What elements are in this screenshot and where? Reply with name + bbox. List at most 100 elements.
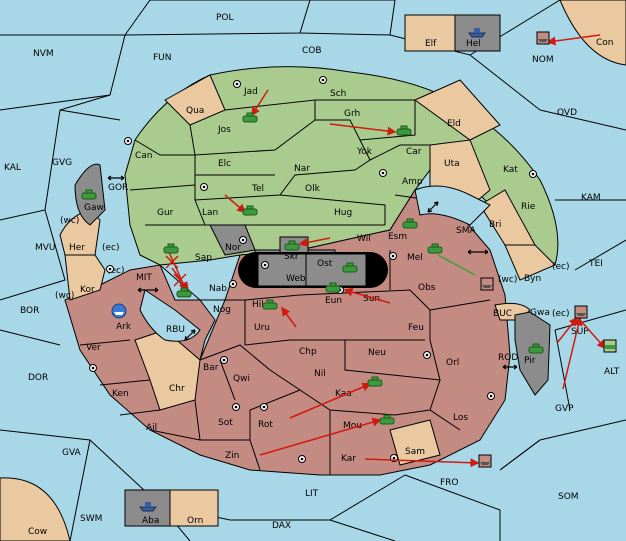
label-fun: FUN xyxy=(153,53,172,63)
green-borders xyxy=(129,99,431,226)
army-unit-skr[interactable] xyxy=(284,240,300,251)
army-unit-esm[interactable] xyxy=(402,218,418,229)
label-gaw: Gaw xyxy=(84,203,104,213)
sma-channel xyxy=(414,185,491,226)
label-ark: Ark xyxy=(116,322,132,332)
label-qwi: Qwi xyxy=(233,374,250,384)
fleet-unit-fro[interactable] xyxy=(478,454,492,468)
label-hug: Hug xyxy=(334,208,352,218)
region-kor[interactable] xyxy=(64,254,106,301)
label-lit: LIT xyxy=(305,489,319,499)
label-ken: Ken xyxy=(112,389,129,399)
label-wil: Wil xyxy=(357,234,371,244)
fleet-unit-sup[interactable] xyxy=(574,305,588,319)
label-jad: Jad xyxy=(243,87,258,97)
army-unit-gaw[interactable] xyxy=(81,189,97,200)
fleet-unit-ark[interactable] xyxy=(111,303,127,319)
label-sun: Sun xyxy=(363,294,380,304)
label-dax: DAX xyxy=(272,521,291,531)
army-unit-kaa[interactable] xyxy=(367,376,383,387)
label-con: Con xyxy=(596,38,614,48)
label-amp: Amp xyxy=(402,177,423,187)
label-hil: Hil xyxy=(252,300,264,310)
label-gvp: GVP xyxy=(555,404,574,414)
region-byn[interactable] xyxy=(504,244,556,281)
label-byn: Byn xyxy=(524,274,541,284)
coast-wc-kor: (wc) xyxy=(55,291,74,301)
label-cow: Cow xyxy=(28,527,47,537)
label-esm: Esm xyxy=(388,232,407,242)
label-sup: SUP xyxy=(571,327,589,337)
army-unit-nab[interactable] xyxy=(176,287,192,298)
label-tel: Tel xyxy=(251,184,264,194)
label-bri: Bri xyxy=(489,220,501,230)
army-unit-mel[interactable] xyxy=(427,243,443,254)
label-tei: TEI xyxy=(588,259,603,269)
label-uru: Uru xyxy=(254,323,270,333)
supply-centers xyxy=(89,76,537,463)
army-unit-alt[interactable] xyxy=(603,339,617,353)
label-eld: Eld xyxy=(447,119,461,129)
label-gur: Gur xyxy=(157,208,174,218)
army-unit-car[interactable] xyxy=(396,125,412,136)
label-som: SOM xyxy=(558,492,579,502)
label-rot: Rot xyxy=(258,420,273,430)
centre-inner xyxy=(257,253,367,287)
label-ost: Ost xyxy=(317,259,333,269)
label-lan: Lan xyxy=(202,208,218,218)
label-rbu: RBU xyxy=(166,325,185,335)
label-rod: ROD xyxy=(498,353,518,363)
label-grh: Grh xyxy=(344,109,360,119)
label-pol: POL xyxy=(216,13,234,23)
label-dor: DOR xyxy=(28,373,48,383)
region-orn[interactable] xyxy=(169,489,219,527)
label-kat: Kat xyxy=(503,165,518,175)
label-ovd: OVD xyxy=(557,108,577,118)
label-nab: Nab xyxy=(209,284,227,294)
label-feu: Feu xyxy=(408,323,424,333)
army-unit-jos[interactable] xyxy=(242,112,258,123)
label-sma: SMA xyxy=(456,226,476,236)
army-unit-lan[interactable] xyxy=(242,205,258,216)
coast-ec-her: (ec) xyxy=(102,243,120,253)
red-borders xyxy=(79,250,491,475)
label-nor: Nor xyxy=(225,243,241,253)
coast-ec-gwa: (ec) xyxy=(552,309,570,319)
label-gva: GVA xyxy=(62,448,82,458)
label-elc: Elc xyxy=(218,159,231,169)
label-elf: Elf xyxy=(425,39,437,49)
label-zin: Zin xyxy=(225,451,239,461)
label-olk: Olk xyxy=(305,184,321,194)
dislodged-marks xyxy=(165,255,187,287)
fleet-unit-aba[interactable] xyxy=(139,502,157,512)
region-sam[interactable] xyxy=(389,419,441,466)
label-mit: MIT xyxy=(136,273,152,283)
label-mel: Mel xyxy=(407,253,423,263)
fleet-unit-hel[interactable] xyxy=(468,28,486,38)
army-unit-mou[interactable] xyxy=(379,414,395,425)
label-bar: Bar xyxy=(203,363,219,373)
label-buc: BUC xyxy=(493,309,512,319)
army-unit-eun[interactable] xyxy=(325,282,341,293)
coast-wc-byn: (wc) xyxy=(498,275,517,285)
fleet-unit-buc[interactable] xyxy=(480,277,494,291)
label-uta: Uta xyxy=(444,159,460,169)
army-unit-pir[interactable] xyxy=(528,343,544,354)
army-unit-ost[interactable] xyxy=(342,262,358,273)
label-ail: Ail xyxy=(146,423,157,433)
coast-wc-gvg: (wc) xyxy=(60,216,79,226)
label-nar: Nar xyxy=(294,164,310,174)
label-nog: Nog xyxy=(213,305,231,315)
army-unit-hil[interactable] xyxy=(262,299,278,310)
region-eld[interactable] xyxy=(414,79,501,141)
label-sch: Sch xyxy=(330,89,346,99)
label-nom: NOM xyxy=(532,55,554,65)
coast-ec-byn: (ec) xyxy=(552,262,570,272)
army-unit-sap[interactable] xyxy=(163,243,179,254)
label-gvg: GVG xyxy=(52,158,72,168)
label-pir: Pir xyxy=(524,356,536,366)
label-orn: Orn xyxy=(187,516,203,526)
fleet-unit-nom[interactable] xyxy=(536,31,550,45)
label-jos: Jos xyxy=(217,125,231,135)
